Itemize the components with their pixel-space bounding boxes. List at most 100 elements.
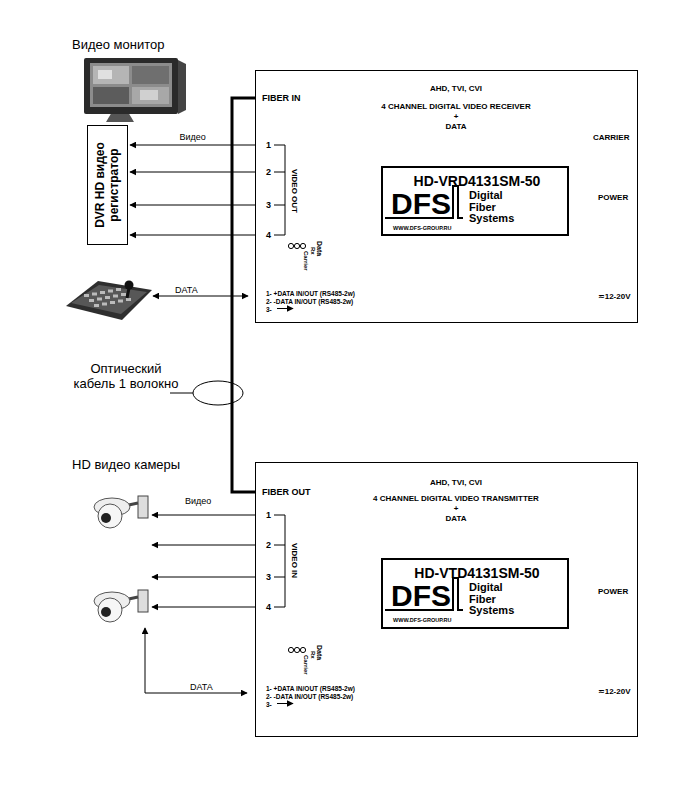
- callout-ellipse: [193, 381, 243, 405]
- panel-text: AHD, TVI, CVI: [430, 478, 482, 487]
- logo-text: Digital Fiber Systems: [469, 582, 514, 617]
- led: [300, 647, 305, 652]
- key: [116, 288, 121, 291]
- led: [288, 647, 293, 652]
- dvr-box: DVR HD видео регистратор: [87, 125, 128, 245]
- leader-line: [170, 393, 193, 394]
- video-monitor: [93, 87, 129, 104]
- key: [100, 291, 105, 294]
- bracket: [274, 515, 285, 607]
- video-line: [130, 145, 255, 146]
- panel-text: 1: [266, 510, 271, 520]
- key: [126, 298, 131, 301]
- panel-text: Carrier: [303, 251, 309, 271]
- logo-text: DFS: [391, 189, 451, 219]
- dome-camera: [138, 496, 148, 518]
- led: [288, 243, 293, 248]
- panel-text: Rx: [310, 651, 316, 659]
- led: [300, 243, 305, 248]
- video-line: [152, 515, 255, 607]
- panel-text: Rx: [310, 247, 316, 255]
- panel-text: CARRIER: [593, 133, 629, 142]
- led: [294, 647, 299, 652]
- panel-text: 1- +DATA IN/OUT (RS485-2w): [266, 290, 355, 297]
- video-line: [152, 515, 255, 516]
- panel-text: AHD, TVI, CVI: [430, 84, 482, 93]
- ptz-keyboard: [66, 281, 152, 320]
- callout-label: Оптический кабель 1 волокно: [70, 362, 182, 392]
- panel-text: VIDEO IN: [290, 543, 299, 578]
- video-monitor: [140, 90, 158, 100]
- panel-text: 3-: [266, 701, 272, 708]
- panel-text: DATA: [445, 514, 466, 523]
- panel-text: 4: [266, 230, 271, 240]
- signal-label: DATA: [175, 285, 198, 295]
- video-monitor: [98, 70, 112, 79]
- panel-text: Data: [316, 645, 323, 660]
- bracket: [274, 145, 285, 607]
- key: [121, 293, 126, 296]
- panel-text: POWER: [598, 193, 628, 202]
- panel-text: 4 CHANNEL DIGITAL VIDEO RECEIVER: [381, 102, 530, 111]
- video-line: [130, 205, 255, 206]
- key: [89, 299, 94, 302]
- key: [102, 303, 107, 306]
- ptz-keyboard: [127, 288, 129, 298]
- bracket: [274, 145, 285, 235]
- dome-camera: [101, 513, 111, 523]
- ptz-keyboard: [66, 281, 152, 321]
- data-link: [145, 628, 247, 693]
- panel-text: POWER: [598, 587, 628, 596]
- edge-label: Видео: [180, 132, 206, 142]
- logo-text: WWW.DFS-GROUP.RU: [393, 225, 452, 231]
- device-label: Видео монитор: [72, 38, 164, 53]
- panel-text: 2- -DATA IN/OUT (RS485-2w): [266, 693, 353, 700]
- video-line: [130, 235, 255, 236]
- panel-text: 1- +DATA IN/OUT (RS485-2w): [266, 685, 355, 692]
- key: [84, 294, 89, 297]
- key: [110, 301, 115, 304]
- logo-pulse: [385, 186, 463, 610]
- video-monitor: [132, 66, 169, 84]
- video-monitor: [84, 58, 178, 114]
- panel-text: ≂12-20V: [598, 292, 631, 301]
- panel-text: 4 CHANNEL DIGITAL VIDEO TRANSMITTER: [373, 494, 539, 503]
- logo-box: HD-VRD4131SM-50DFSDigital Fiber SystemsW…: [381, 166, 569, 236]
- optical-fiber: [232, 98, 255, 492]
- panel-text: VIDEO OUT: [290, 169, 299, 213]
- logo-text: Digital Fiber Systems: [469, 190, 514, 225]
- panel-text: FIBER OUT: [262, 487, 311, 497]
- panel-text: Carrier: [303, 655, 309, 675]
- panel-text: 4: [266, 602, 271, 612]
- panel-text: 2: [266, 167, 271, 177]
- key: [92, 293, 97, 296]
- video-line: [130, 172, 255, 173]
- dome-camera: [101, 607, 111, 617]
- panel-text: Data: [316, 241, 323, 256]
- logo-text: WWW.DFS-GROUP.RU: [393, 617, 452, 623]
- panel-text: 2- -DATA IN/OUT (RS485-2w): [266, 298, 353, 305]
- ground-arrow: [277, 703, 293, 704]
- video-monitor: [90, 63, 172, 107]
- logo-text: HD-VTD4131SM-50: [414, 565, 539, 581]
- logo-pulse: [385, 578, 463, 610]
- key: [108, 290, 113, 293]
- panel-text: 3: [266, 200, 271, 210]
- key: [118, 300, 123, 303]
- transmitter-box: FIBER OUT AHD, TVI, CVI 4 CHANNEL DIGITAL …: [255, 462, 638, 737]
- logo-box: HD-VTD4131SM-50DFSDigital Fiber SystemsW…: [381, 558, 569, 629]
- receiver-box: FIBER INAHD, TVI, CVI4 CHANNEL DIGITAL V…: [255, 70, 638, 323]
- dome-camera: [94, 590, 148, 622]
- signal-label: Видео: [185, 496, 211, 506]
- led: [294, 243, 299, 248]
- video-line: [152, 545, 255, 546]
- panel-text: DATA: [445, 122, 466, 131]
- video-line: [152, 607, 255, 608]
- device-label: DVR HD видео регистратор: [94, 129, 122, 241]
- video-monitor: [132, 87, 169, 104]
- ptz-keyboard: [84, 288, 131, 307]
- logo-pulse: [385, 186, 463, 218]
- dome-camera: [138, 590, 148, 612]
- data-link: [153, 296, 248, 297]
- panel-text: 3-: [266, 306, 272, 313]
